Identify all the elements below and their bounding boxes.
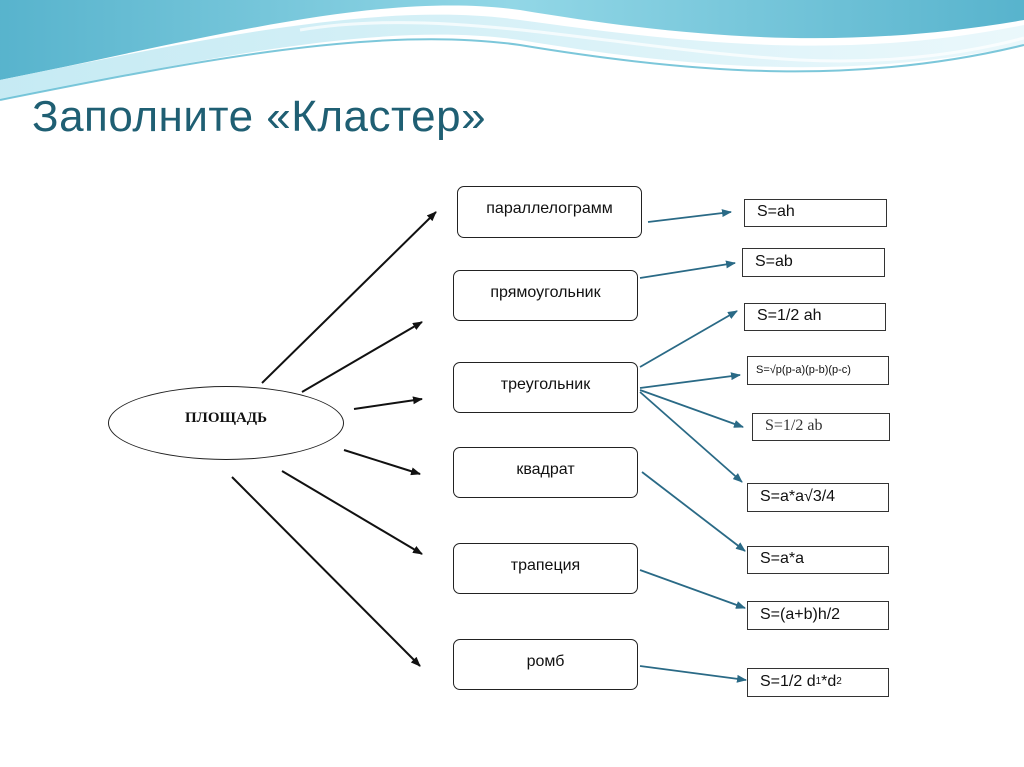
arrow-to-parallelogram (261, 211, 437, 384)
arrow-to-triangle (353, 396, 423, 410)
arrow-triangle-formula-2 (639, 372, 741, 389)
arrow-to-rhombus (231, 476, 421, 667)
arrow-triangle-formula-3 (639, 389, 744, 428)
formula-trapezoid: S=(a+b)h/2 (747, 601, 889, 630)
formula-rhombus-mid: *d (821, 672, 837, 690)
formula-rhombus-sub1: 1 (815, 676, 822, 687)
node-parallelogram: параллелограмм (457, 186, 642, 238)
node-rhombus: ромб (453, 639, 638, 690)
page-title: Заполните «Кластер» (32, 92, 487, 141)
formula-triangle-heron: S=√p(p-a)(p-b)(p-c) (747, 356, 889, 385)
node-square: квадрат (453, 447, 638, 498)
formula-parallelogram: S=ah (744, 199, 887, 227)
arrow-to-trapezoid (281, 470, 423, 555)
arrow-trapezoid-formula (639, 569, 746, 609)
node-triangle: треугольник (453, 362, 638, 413)
header-wave-decoration (0, 0, 1024, 101)
formula-triangle-legs: S=1/2 ab (752, 413, 890, 441)
formula-rhombus-sub2: 2 (836, 676, 842, 687)
arrow-to-rectangle (301, 321, 423, 393)
arrow-rectangle-formula (639, 260, 736, 279)
arrow-parallelogram-formula (647, 209, 732, 223)
arrow-rhombus-formula (639, 665, 747, 683)
node-trapezoid: трапеция (453, 543, 638, 594)
center-node-area: ПЛОЩАДЬ (108, 386, 344, 460)
arrow-square-formula (641, 471, 746, 552)
arrow-to-square (343, 449, 421, 476)
arrow-triangle-formula-4 (639, 391, 743, 483)
formula-triangle-equilateral: S=a*a√3/4 (747, 483, 889, 512)
formula-triangle-base-height: S=1/2 ah (744, 303, 886, 331)
formula-rhombus-prefix: S=1/2 d (760, 672, 816, 690)
formula-rectangle: S=ab (742, 248, 885, 277)
formula-square: S=a*a (747, 546, 889, 574)
node-rectangle: прямоугольник (453, 270, 638, 321)
arrow-triangle-formula-1 (639, 310, 738, 368)
